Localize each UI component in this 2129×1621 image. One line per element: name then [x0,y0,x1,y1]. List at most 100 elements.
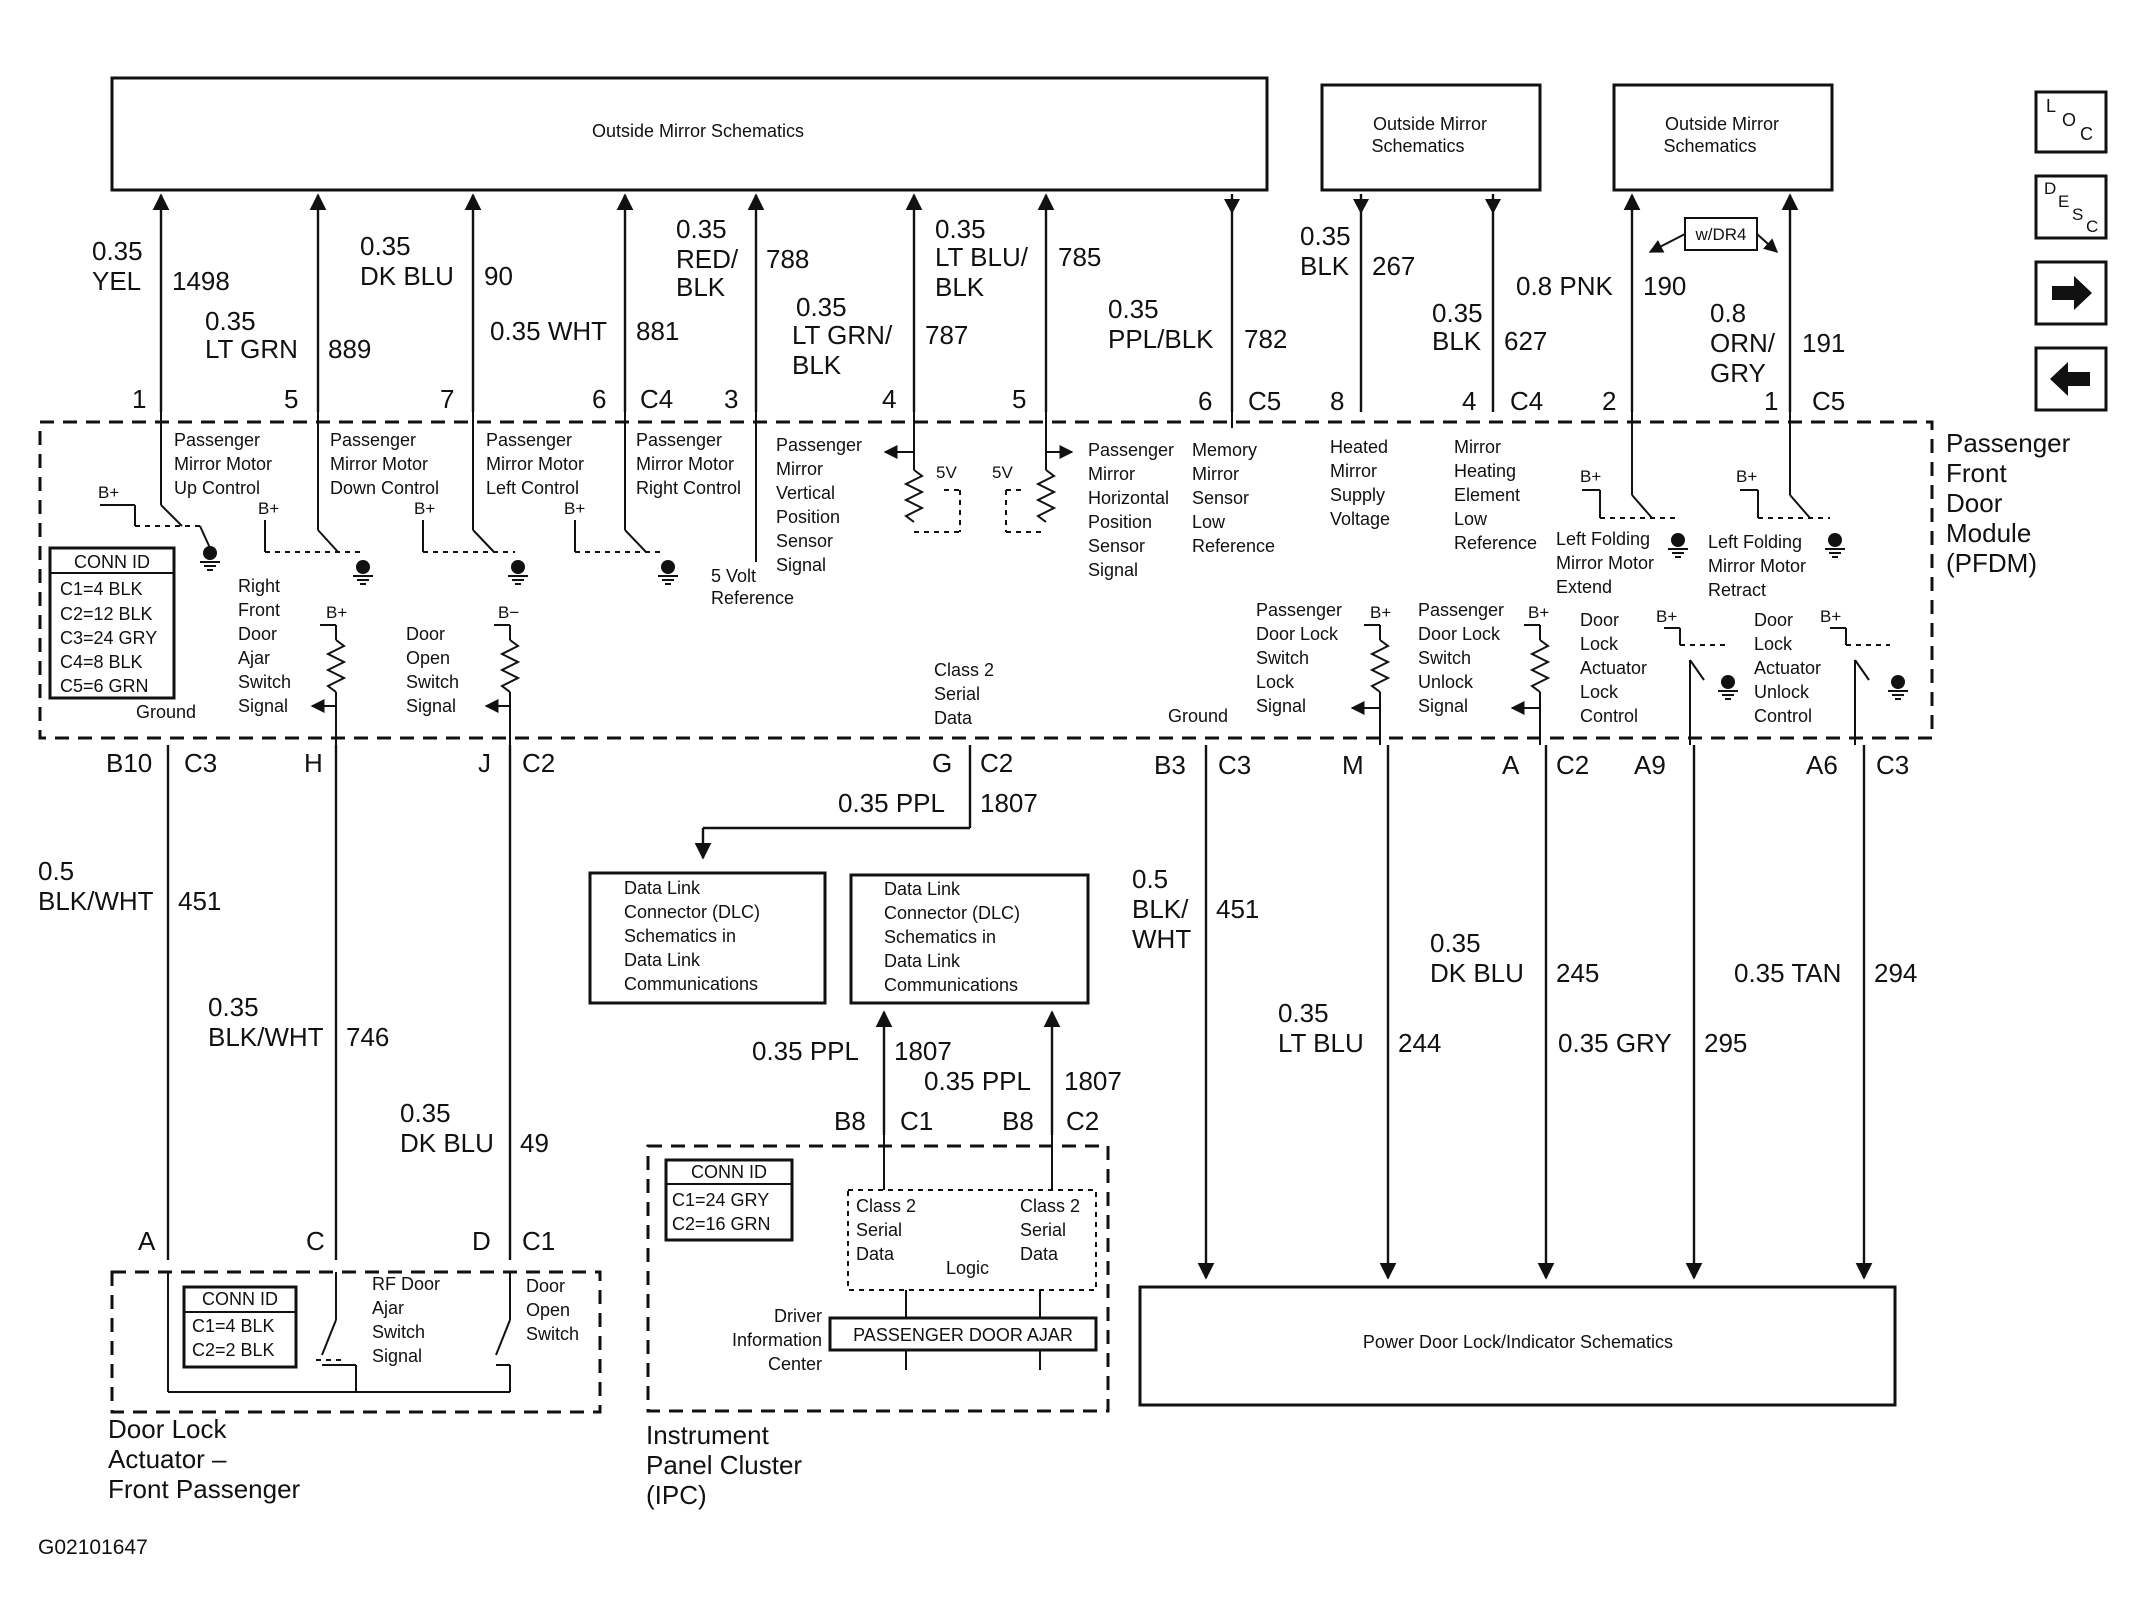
actuator-conn-id-c2: C2=2 BLK [192,1340,275,1360]
ipc-class2-a-3: Data [856,1244,895,1264]
actuator-lock-relay [1664,627,1739,745]
prev-arrow-button[interactable] [2034,346,2108,412]
lock-switch-label-5: Signal [1256,696,1306,716]
wire-788-color1: RED/ [676,244,739,274]
arrow-left-icon [2050,362,2090,396]
dlc-left-line-4: Data Link [624,950,701,970]
dlc-left-line-5: Communications [624,974,758,994]
pin-4: 4 [882,384,896,414]
relay-fold-extend [1582,412,1689,558]
loc-button[interactable] [2034,90,2108,154]
actuator-title-1: Door Lock [108,1414,227,1444]
pfdm-conn-id-c2: C2=12 BLK [60,604,153,624]
pfdm-title-3: Door [1946,488,2003,518]
wire-627-gauge: 0.35 [1432,298,1483,328]
actuator-pin-c: C [306,1226,325,1256]
dlc-box-left[interactable] [588,871,827,1005]
ipc-title-1: Instrument [646,1420,770,1450]
down-label-3: Down Control [330,478,439,498]
actuator-pin-a: A [138,1226,156,1256]
wire-191-color1: ORN/ [1710,328,1776,358]
ipc-title-3: (IPC) [646,1480,707,1510]
ipc-dic-label-2: Information [732,1330,822,1350]
wire-90-circuit: 90 [484,261,513,291]
door-open-label-1: Door [406,624,445,644]
pin-b10: B10 [106,748,152,778]
power-door-lock-box[interactable] [1138,1285,1897,1407]
wire-787-color2: BLK [792,350,842,380]
text-layer: Outside Mirror Schematics Outside Mirror… [38,96,2098,1559]
outside-mirror-schematics-box-right[interactable] [1320,83,1542,192]
down-label-1: Passenger [330,430,416,450]
unlock-switch-label-3: Switch [1418,648,1471,668]
heating-label-1: Mirror [1454,437,1501,457]
outside-mirror-far-label-2: Schematics [1663,136,1756,156]
pfdm-conn-id-c4: C4=8 BLK [60,652,143,672]
relay-right [574,412,679,585]
ipc-class2-b-1: Class 2 [1020,1196,1080,1216]
actuator-conn-id-box [182,1285,298,1369]
rf-ajar-label-6: Signal [238,696,288,716]
pin-a9: A9 [1634,750,1666,780]
desc-button[interactable] [2034,174,2108,240]
wire-294-color: 0.35 TAN [1734,958,1841,988]
unlock-switch-label-2: Door Lock [1418,624,1501,644]
rf-ajar-label-4: Ajar [238,648,270,668]
horizontal-label-5: Sensor [1088,536,1145,556]
heating-label-4: Low [1454,509,1488,529]
dlc-left-line-2: Connector (DLC) [624,902,760,922]
ipc-class2-a-2: Serial [856,1220,902,1240]
left-label-1: Passenger [486,430,572,450]
wire-451a-color: BLK/WHT [38,886,154,916]
next-arrow-button[interactable] [2034,260,2108,326]
wire-788-gauge: 0.35 [676,214,727,244]
conn-c5-right: C5 [1812,386,1845,416]
actuator-conn-id-c1: C1=4 BLK [192,1316,275,1336]
outside-mirror-schematics-box[interactable] [110,76,1269,192]
fold-retract-label-1: Left Folding [1708,532,1802,552]
conn-c4-left: C4 [640,384,673,414]
dlc-right-line-5: Communications [884,975,1018,995]
actuator-unlock-label-2: Lock [1754,634,1793,654]
ipc-class2-b-3: Data [1020,1244,1059,1264]
bplus-actuator-lock: B+ [1656,607,1677,626]
wire-294-circuit: 294 [1874,958,1917,988]
instrument-panel-cluster [646,1135,1110,1413]
fold-extend-label-2: Mirror Motor [1556,553,1654,573]
left-label-3: Left Control [486,478,579,498]
bplus-lock-switch: B+ [1370,603,1391,622]
conn-c3-mid: C3 [1218,750,1251,780]
ipc-conn-c2: C2 [1066,1106,1099,1136]
five-volt-ref-2: Reference [711,588,794,608]
outside-mirror-schematics-label: Outside Mirror Schematics [592,121,804,141]
wire-889-color: LT GRN [205,334,298,364]
wire-451b-color1: BLK/ [1132,894,1189,924]
dlc-left-line-1: Data Link [624,878,701,898]
pfdm-conn-id-c3: C3=24 GRY [60,628,157,648]
actuator-rf-label-3: Switch [372,1322,425,1342]
right-label-2: Mirror Motor [636,454,734,474]
pin-5: 5 [284,384,298,414]
horizontal-label-6: Signal [1088,560,1138,580]
pin-6-c4: 6 [592,384,606,414]
actuator-title-2: Actuator – [108,1444,227,1474]
bplus-down: B+ [258,499,279,518]
ipc-logic-label: Logic [946,1258,989,1278]
unlock-switch-pullup [1510,624,1551,745]
position-sensors [755,412,1233,562]
fold-extend-label-1: Left Folding [1556,529,1650,549]
five-v-label-a: 5V [936,463,957,482]
wire-881-circuit: 881 [636,316,679,346]
dlc-box-right[interactable] [849,873,1090,1005]
wire-782-circuit: 782 [1244,324,1287,354]
lock-switch-label-2: Door Lock [1256,624,1339,644]
actuator-lock-label-2: Lock [1580,634,1619,654]
pin-a6: A6 [1806,750,1838,780]
actuator-unlock-label-1: Door [1754,610,1793,630]
wire-90-color: DK BLU [360,261,454,291]
outside-mirror-schematics-box-far[interactable] [1612,83,1834,192]
horizontal-label-2: Mirror [1088,464,1135,484]
wire-1807c-color: 0.35 PPL [924,1066,1031,1096]
wire-451b-circuit: 451 [1216,894,1259,924]
relay-fold-retract [1740,412,1846,558]
